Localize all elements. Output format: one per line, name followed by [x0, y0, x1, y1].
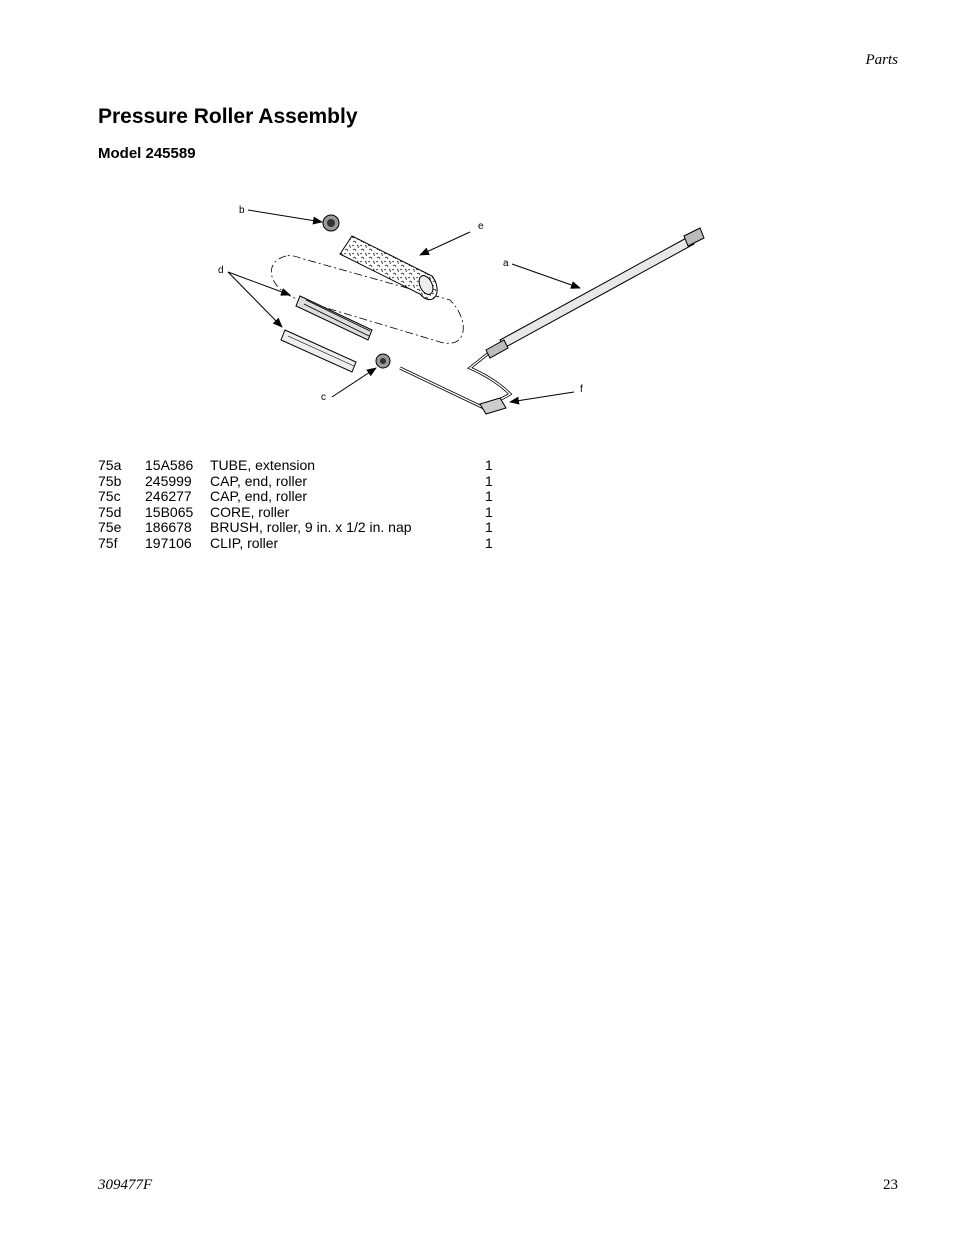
page-title: Pressure Roller Assembly: [98, 105, 358, 128]
qty-cell: 1: [485, 519, 493, 536]
qty-cell: 1: [485, 534, 493, 551]
ref-cell: 75b: [98, 472, 122, 489]
description-cell: CAP, end, roller: [210, 472, 308, 489]
callout-b: b: [239, 205, 245, 216]
ref-cell: 75a: [98, 457, 122, 473]
model-subtitle: Model 245589: [98, 145, 196, 162]
callout-a: a: [503, 258, 509, 269]
description-cell: CORE, roller: [210, 503, 290, 520]
table-row: 75c 246277 CAP, end, roller 1: [98, 489, 493, 505]
description-cell: TUBE, extension: [210, 457, 316, 473]
assembly-dashed-outline: [270, 255, 464, 344]
end-cap-c: [375, 353, 391, 369]
description-cell: BRUSH, roller, 9 in. x 1/2 in. nap: [210, 519, 412, 536]
ref-cell: 75f: [98, 534, 118, 551]
part-number-cell: 186678: [145, 519, 192, 536]
part-number-cell: 197106: [145, 534, 192, 551]
part-number-cell: 246277: [145, 488, 192, 505]
description-cell: CAP, end, roller: [210, 488, 308, 505]
qty-cell: 1: [485, 472, 493, 489]
callout-c: c: [321, 392, 326, 403]
leader-c: [331, 367, 377, 398]
qty-cell: 1: [485, 457, 493, 473]
table-row: 75f 197106 CLIP, roller 1: [98, 534, 493, 552]
extension-tube-a: [485, 227, 705, 359]
roller-core-d-upper: [295, 295, 373, 341]
part-number-cell: 245999: [145, 472, 192, 489]
part-number-cell: 15A586: [145, 457, 194, 473]
ref-cell: 75c: [98, 488, 121, 505]
callout-f: f: [580, 384, 583, 395]
parts-list-table: 75a 15A586 TUBE, extension 1 75b 245999 …: [98, 457, 493, 552]
header-section-label: Parts: [865, 52, 898, 68]
part-number-cell: 15B065: [145, 503, 194, 520]
ref-cell: 75e: [98, 519, 122, 536]
table-row: 75e 186678 BRUSH, roller, 9 in. x 1/2 in…: [98, 520, 493, 536]
callout-d: d: [218, 265, 224, 276]
table-row: 75a 15A586 TUBE, extension 1: [98, 457, 493, 474]
roller-core-d-lower: [280, 329, 357, 373]
document-number: 309477F: [98, 1177, 153, 1193]
roller-clip-f: [479, 397, 507, 415]
description-cell: CLIP, roller: [210, 534, 279, 551]
leader-a: [511, 263, 581, 289]
end-cap-b: [322, 214, 340, 232]
leader-e: [419, 231, 471, 256]
qty-cell: 1: [485, 503, 493, 520]
page-number: 23: [883, 1177, 898, 1193]
table-row: 75b 245999 CAP, end, roller 1: [98, 472, 493, 490]
table-row: 75d 15B065 CORE, roller 1: [98, 503, 493, 521]
leader-f: [509, 391, 575, 405]
ref-cell: 75d: [98, 503, 122, 520]
roller-brush-e: [339, 235, 438, 301]
leader-d-upper: [227, 271, 291, 296]
leader-d-lower: [227, 271, 283, 328]
qty-cell: 1: [485, 488, 493, 505]
exploded-parts-diagram: a b c d e f: [218, 205, 705, 415]
leader-b: [247, 209, 323, 225]
callout-e: e: [478, 221, 484, 232]
